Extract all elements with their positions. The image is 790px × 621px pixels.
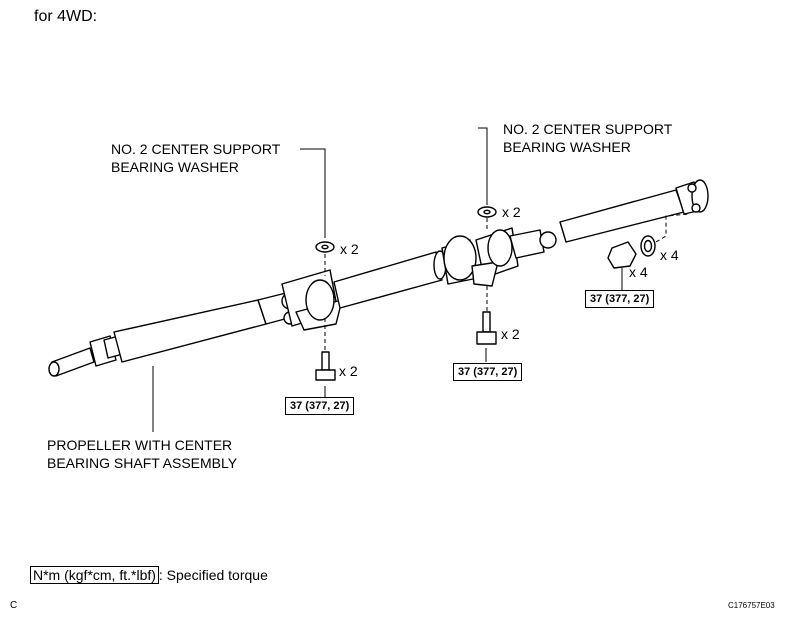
middle-tube <box>333 251 443 309</box>
front-center-bearing <box>281 269 343 331</box>
qty-washer-ring-right: x 4 <box>660 247 679 263</box>
torque-left-box: 37 (377, 27) <box>285 397 355 415</box>
qty-nut-right: x 4 <box>629 264 648 280</box>
qty-bolt-middle: x 2 <box>501 326 520 342</box>
footer-corner-letter: C <box>10 600 18 611</box>
washer-left-label-line2: BEARING WASHER <box>111 159 239 175</box>
page-title: for 4WD: <box>34 8 98 25</box>
rear-flange <box>675 179 709 215</box>
qty-bolt-left: x 2 <box>339 363 358 379</box>
propeller-label-line2: BEARING SHAFT ASSEMBLY <box>47 455 238 471</box>
washer-right-label-line1: NO. 2 CENTER SUPPORT <box>503 121 673 137</box>
propeller-label-line1: PROPELLER WITH CENTER <box>47 437 233 453</box>
front-tube <box>113 299 267 363</box>
rear-center-bearing <box>471 227 557 287</box>
rear-tube <box>559 189 685 243</box>
qty-washer-left: x 2 <box>340 241 359 257</box>
torque-legend: N*m (kgf*cm, ft.*lbf): Specified torque <box>30 566 268 584</box>
washer-left-label-line1: NO. 2 CENTER SUPPORT <box>111 141 281 157</box>
nut-right-icon <box>607 241 637 269</box>
qty-washer-right: x 2 <box>502 204 521 220</box>
washer-right-label-line2: BEARING WASHER <box>503 139 631 155</box>
bolt-left-icon <box>315 351 336 381</box>
torque-legend-text: : Specified torque <box>158 567 268 583</box>
bolt-middle-icon <box>476 311 497 345</box>
torque-right-box: 37 (377, 27) <box>585 290 655 308</box>
torque-middle-box: 37 (377, 27) <box>453 363 523 381</box>
middle-joint <box>433 235 479 285</box>
torque-legend-unit-box: N*m (kgf*cm, ft.*lbf) <box>30 566 159 584</box>
illustration-code: C176757E03 <box>728 601 775 610</box>
washer-ring-right-icon <box>640 235 656 257</box>
